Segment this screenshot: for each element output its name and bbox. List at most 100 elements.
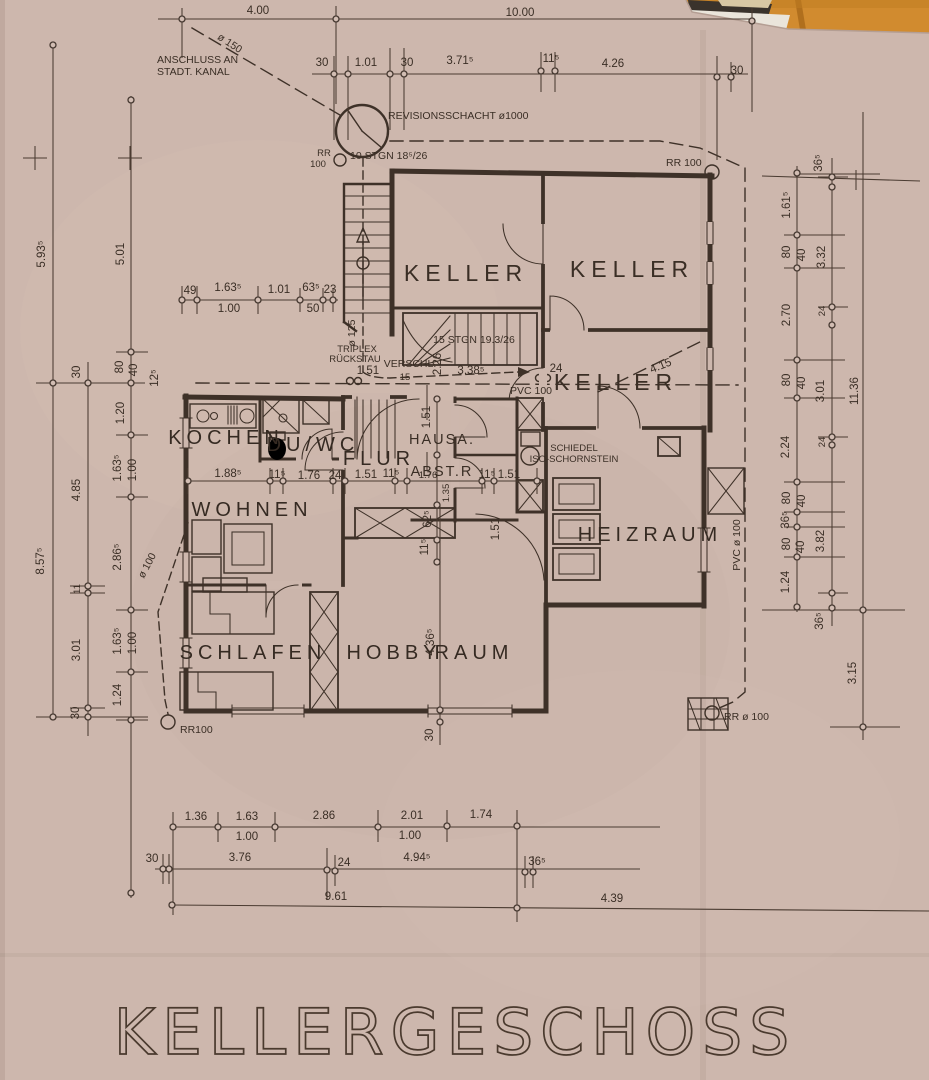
dimension-label: 12⁵ xyxy=(149,369,161,387)
stairs xyxy=(343,195,538,459)
dimension-label: 4.85 xyxy=(71,479,83,501)
room-label-schlafen: SCHLAFEN xyxy=(180,642,327,664)
dimension-label: 30 xyxy=(70,707,82,720)
dimension-label: 23 xyxy=(324,284,337,296)
label-rr-top-left-1: RR xyxy=(317,148,331,159)
dimension-label: 1.00 xyxy=(218,303,240,315)
room-labels: KELLER KELLER KELLER KOCHEN DU/WC FLUR H… xyxy=(168,256,722,664)
dimension-label: 3.82 xyxy=(815,530,827,552)
dimension-label: 1.51 xyxy=(355,469,377,481)
label-rr-bottom-right: RR ø 100 xyxy=(724,711,769,723)
dimension-label: 3.38⁵ xyxy=(457,365,484,377)
dimension-nodes xyxy=(49,15,867,912)
dimension-label: 11.36 xyxy=(849,377,861,405)
revision-shaft xyxy=(160,103,720,730)
room-label-keller-ne: KELLER xyxy=(570,256,694,282)
room-label-keller-nw: KELLER xyxy=(404,260,528,286)
dimension-label: 1.01 xyxy=(355,57,377,69)
dimension-label: 3.32 xyxy=(816,246,828,268)
dimension-label: 1.63⁵ xyxy=(112,627,124,654)
dimension-label: 11⁵ xyxy=(419,538,431,555)
dimension-label: 3.01 xyxy=(815,380,827,402)
label-triplex-2: RÜCKSTAU xyxy=(329,354,381,365)
shafts xyxy=(309,397,745,731)
dimension-label: 24 xyxy=(817,306,828,317)
dimension-label: 40 xyxy=(128,364,140,377)
dimension-label: 50 xyxy=(307,303,320,315)
room-label-keller-e: KELLER xyxy=(554,369,678,395)
dimension-label: 8.57⁵ xyxy=(35,547,47,574)
room-label-heizraum: HEIZRAUM xyxy=(578,524,722,546)
dimension-label: 3.71⁵ xyxy=(446,55,473,67)
label-rr-bottom-left: RR100 xyxy=(180,724,213,736)
dimension-label: 30 xyxy=(731,65,744,77)
dimension-label: 11 xyxy=(72,584,83,594)
label-schiedel-1: SCHIEDEL xyxy=(550,443,598,454)
label-revisionsschacht: REVISIONSSCHACHT ø1000 xyxy=(388,110,529,122)
label-o125: ø 125 xyxy=(346,319,358,346)
dimension-label: 1.36 xyxy=(185,811,207,823)
dimension-label: 1.24 xyxy=(112,683,124,706)
dimension-label: 4.39 xyxy=(601,893,623,905)
dimension-label: 11⁵ xyxy=(383,468,400,480)
dimension-label: 4.94⁵ xyxy=(403,852,430,864)
dimension-label: 63⁵ xyxy=(302,282,320,294)
dimension-label: 24 xyxy=(817,437,828,448)
dimension-label: 1.74 xyxy=(470,809,493,821)
dimension-label: 40 xyxy=(796,249,808,262)
dimension-label: 10.00 xyxy=(506,7,535,19)
dimension-label: 11⁵ xyxy=(269,469,286,481)
room-label-wohnen: WOHNEN xyxy=(191,499,312,521)
sheet-title: KELLERGESCHOSS xyxy=(114,996,796,1069)
label-schiedel-2: ISO-SCHORNSTEIN xyxy=(530,454,619,465)
dimension-label: 3.76 xyxy=(229,852,251,864)
label-anschluss-2: STADT. KANAL xyxy=(157,66,230,78)
dimension-label: 9.61 xyxy=(325,891,347,903)
dimension-label: 4.00 xyxy=(247,5,269,17)
dimension-label: 80 xyxy=(781,374,793,387)
windows xyxy=(179,221,714,718)
dimension-label: 40 xyxy=(796,495,808,508)
dimension-label: 1.63⁵ xyxy=(214,282,241,294)
dimension-label: 1.51 xyxy=(490,518,502,540)
label-stair-down: 15 STGN 19.3/26 xyxy=(433,334,515,346)
dimension-label: 30 xyxy=(424,729,436,742)
dimension-label: 4.36⁵ xyxy=(425,628,437,655)
dimension-label: 36⁵ xyxy=(528,856,546,868)
dimension-label: 1.00 xyxy=(399,830,421,842)
room-label-du-wc: DU/WC xyxy=(267,434,360,456)
dimension-label: 36⁵ xyxy=(814,612,826,630)
label-rr-top-left-2: 100 xyxy=(310,159,326,170)
dimension-label: 30 xyxy=(146,853,159,865)
wall-openings xyxy=(181,222,715,716)
dimension-label: 30 xyxy=(71,366,83,379)
room-label-abstr: ABST.R xyxy=(411,464,474,480)
dimension-label: 3.01 xyxy=(71,639,83,661)
dimension-label: 2.01 xyxy=(401,810,423,822)
dimension-label: 80 xyxy=(781,538,793,551)
dimension-label: 1.00 xyxy=(127,632,139,654)
dimension-label: 80 xyxy=(781,246,793,259)
dimension-label: 2.86 xyxy=(313,810,335,822)
dimension-label: 40 xyxy=(795,541,807,554)
dimension-label: 1.00 xyxy=(127,459,139,481)
label-stair-up: 10 STGN 18⁵/26 xyxy=(350,150,427,162)
dimension-label: 24 xyxy=(550,363,563,375)
dimension-label: 2.26 xyxy=(432,353,444,375)
label-anschluss-1: ANSCHLUSS AN xyxy=(157,54,238,66)
dimension-label: 4.26 xyxy=(602,58,624,70)
dimension-label: 1.20 xyxy=(115,402,127,424)
dimension-label: 1.63⁵ xyxy=(112,454,124,481)
dimension-label: 2.86⁵ xyxy=(112,543,124,570)
room-label-raum: RAUM xyxy=(435,642,514,664)
dimension-label: 30 xyxy=(401,57,414,69)
dimension-label: 1.51 xyxy=(498,469,520,481)
dimension-label: 1.76 xyxy=(419,470,438,481)
dimension-labels: 4.00 10.00 30 1.01 30 3.71⁵ 11⁵ 4.26 30 … xyxy=(35,5,861,905)
dimension-label: 36⁵ xyxy=(780,511,792,529)
dimension-label: 40 xyxy=(796,377,808,390)
label-triplex-1: TRIPLEX xyxy=(337,344,377,355)
label-pvc-100: PVC 100 xyxy=(510,385,552,397)
